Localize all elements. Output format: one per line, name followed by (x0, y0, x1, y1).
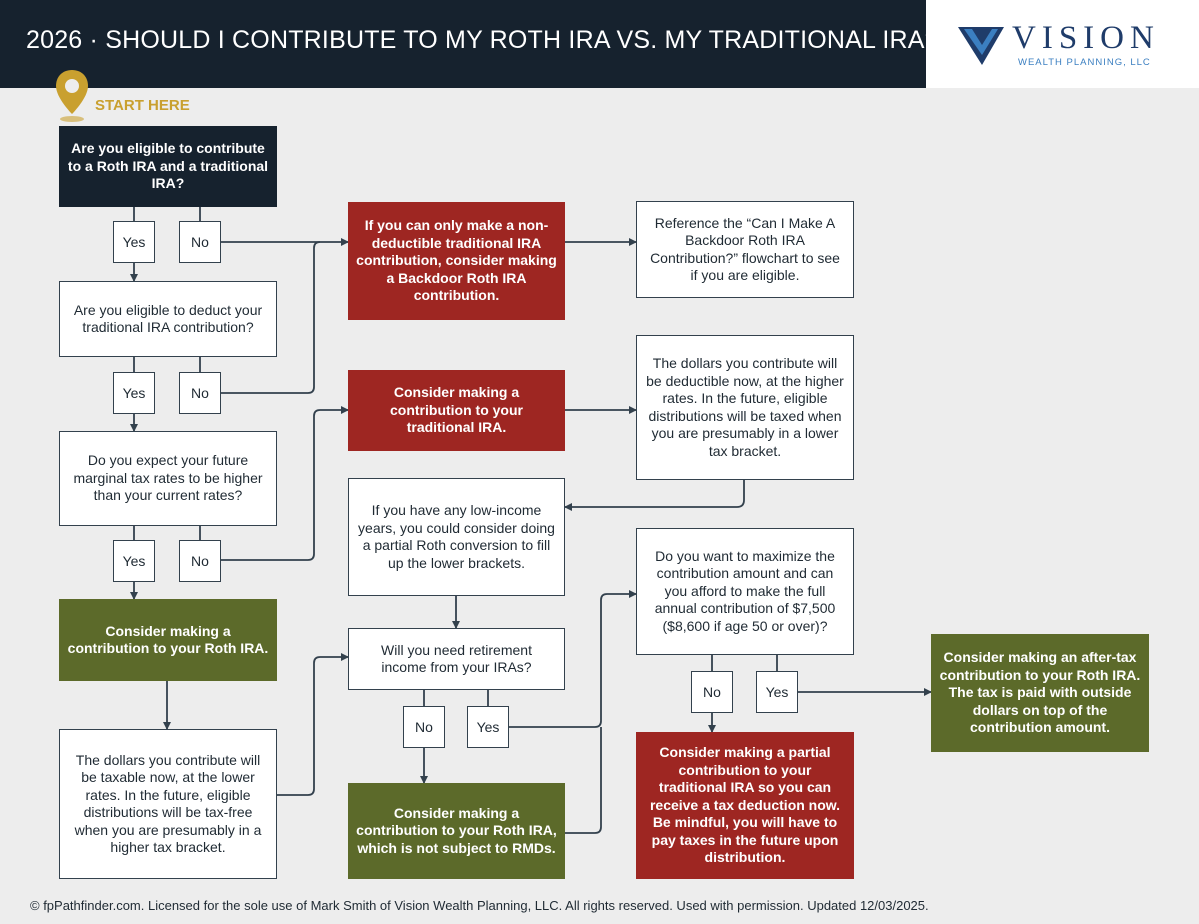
a-traditional: Consider making a contribution to your t… (348, 370, 565, 451)
start-here-label: START HERE (95, 97, 190, 114)
a-backdoor: If you can only make a non-deductible tr… (348, 202, 565, 320)
q4-no-button: No (403, 706, 445, 748)
logo-subtitle: WEALTH PLANNING, LLC (1018, 57, 1151, 68)
q-eligible-both: Are you eligible to contribute to a Roth… (59, 126, 277, 207)
n-low-income: If you have any low-income years, you co… (348, 478, 565, 596)
header-bar: 2026 · SHOULD I CONTRIBUTE TO MY ROTH IR… (0, 0, 939, 88)
q1-no-button: No (179, 221, 221, 263)
q-maximize: Do you want to maximize the contribution… (636, 528, 854, 655)
logo: VISION WEALTH PLANNING, LLC (926, 0, 1199, 88)
n-taxable-now: The dollars you contribute will be taxab… (59, 729, 277, 879)
a-after-tax: Consider making an after-tax contributio… (931, 634, 1149, 752)
q3-yes-button: Yes (113, 540, 155, 582)
q5-yes-button: Yes (756, 671, 798, 713)
a-roth-no-rmd: Consider making a contribution to your R… (348, 783, 565, 879)
q3-no-button: No (179, 540, 221, 582)
page-title: 2026 · SHOULD I CONTRIBUTE TO MY ROTH IR… (26, 26, 939, 54)
q-need-income: Will you need retirement income from you… (348, 628, 565, 690)
q-deduct: Are you eligible to deduct your traditio… (59, 281, 277, 357)
q2-no-button: No (179, 372, 221, 414)
a-roth: Consider making a contribution to your R… (59, 599, 277, 681)
footer-copyright: © fpPathfinder.com. Licensed for the sol… (30, 898, 929, 913)
q-future-rates: Do you expect your future marginal tax r… (59, 431, 277, 526)
q2-yes-button: Yes (113, 372, 155, 414)
q1-yes-button: Yes (113, 221, 155, 263)
n-reference: Reference the “Can I Make A Backdoor Rot… (636, 201, 854, 298)
vision-logo-icon (958, 27, 1004, 65)
map-pin-icon (56, 70, 88, 122)
logo-name: VISION (1012, 20, 1160, 56)
q5-no-button: No (691, 671, 733, 713)
a-partial: Consider making a partial contribution t… (636, 732, 854, 879)
q4-yes-button: Yes (467, 706, 509, 748)
n-deductible-now: The dollars you contribute will be deduc… (636, 335, 854, 480)
